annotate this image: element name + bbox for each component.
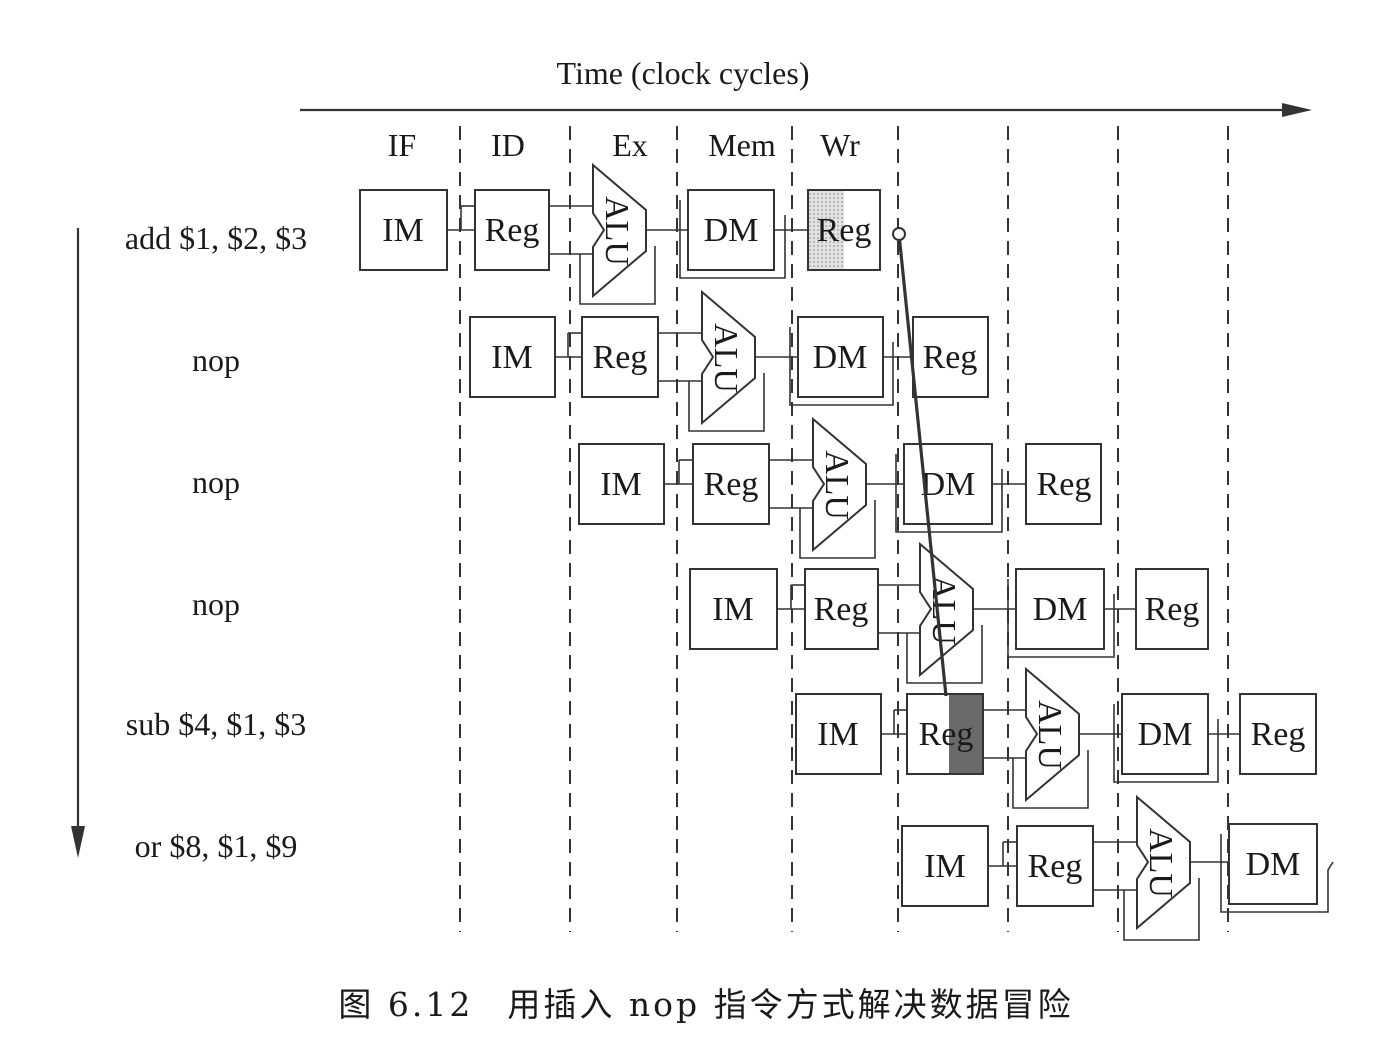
im-unit [469,316,556,398]
stage-header-ex: Ex [612,127,648,163]
program-order-arrow [71,228,85,858]
dm-unit-label: DM [1033,591,1088,628]
alu-unit-label: ALU [1031,700,1068,770]
instruction-label: nop [192,464,240,500]
reg-unit-label: Reg [919,716,974,753]
im-unit [359,189,448,271]
im-unit-label: IM [600,466,642,503]
cycle-boundaries [459,126,1229,932]
reg-unit-label: Reg [1251,716,1306,753]
dm-unit-label: DM [1246,846,1301,883]
reg-unit-label: Reg [923,339,978,376]
stage-header-id: ID [491,127,525,163]
im-unit [795,693,882,775]
dm-unit [1121,693,1209,775]
stage-header-if: IF [388,127,416,163]
im-unit-label: IM [491,339,533,376]
alu-unit-label: ALU [925,575,962,645]
reg-unit-label: Reg [817,212,872,249]
instruction-labels: add $1, $2, $3 nop nop nop sub $4, $1, $… [125,220,307,864]
alu-unit [701,289,756,426]
alu-unit [1136,794,1191,931]
reg-unit-label: Reg [1037,466,1092,503]
alu-unit-label: ALU [707,323,744,393]
reg-unit [692,443,770,525]
dm-unit-label: DM [1138,716,1193,753]
dm-unit [1015,568,1105,650]
im-unit-label: IM [817,716,859,753]
reg-unit-label: Reg [1028,848,1083,885]
im-unit-label: IM [382,212,424,249]
reg-unit [1025,443,1102,525]
reg-unit [1135,568,1209,650]
write-reg-highlight [808,190,844,270]
alu-unit-label: ALU [598,196,635,266]
im-unit [901,825,989,907]
reg-unit [912,316,989,398]
pipeline-row-add: IM Reg ALU DM Reg [359,162,881,305]
im-unit [578,443,665,525]
read-reg-highlight [949,694,983,774]
reg-unit [1239,693,1317,775]
stage-headers: IF ID Ex Mem Wr [388,127,860,163]
instruction-label: nop [192,342,240,378]
dm-unit [1228,823,1318,905]
reg-unit-label: Reg [593,339,648,376]
im-unit-label: IM [924,848,966,885]
reg-unit-label: Reg [485,212,540,249]
instruction-label: sub $4, $1, $3 [126,706,306,742]
instruction-label: nop [192,586,240,622]
alu-unit-label: ALU [818,450,855,520]
reg-unit-label: Reg [1145,591,1200,628]
instruction-label: or $8, $1, $9 [135,828,298,864]
time-axis-arrow [300,103,1312,117]
stage-header-mem: Mem [708,127,776,163]
reg-unit [474,189,550,271]
instruction-label: add $1, $2, $3 [125,220,307,256]
dm-unit-label: DM [704,212,759,249]
dm-unit-label: DM [921,466,976,503]
alu-unit [1025,666,1080,803]
alu-unit [812,416,867,553]
reg-unit [1016,825,1094,907]
dm-unit [687,189,775,271]
reg-unit [807,189,881,271]
stage-header-wr: Wr [820,127,860,163]
pipeline-row-nop: IM Reg ALU DM Reg [578,416,1102,559]
dependency-line [892,227,948,697]
pipeline-row-nop: IM Reg ALU DM Reg [469,289,989,432]
reg-unit [581,316,659,398]
reg-unit [804,568,879,650]
alu-unit-label: ALU [1142,828,1179,898]
dm-unit-label: DM [813,339,868,376]
figure-number: 图 6.12 [338,985,473,1024]
pipeline-row-sub: IM Reg ALU DM Reg [795,666,1317,809]
im-unit-label: IM [712,591,754,628]
alu-unit [592,162,647,299]
figure-caption-text: 用插入 nop 指令方式解决数据冒险 [507,985,1073,1024]
reg-unit-label: Reg [814,591,869,628]
time-axis-title: Time (clock cycles) [557,55,810,91]
reg-unit-label: Reg [704,466,759,503]
pipeline-row-nop: IM Reg ALU DM Reg [689,541,1209,684]
dm-unit [797,316,884,398]
dependency-source-dot [892,227,906,241]
figure-caption: 图 6.12 用插入 nop 指令方式解决数据冒险 [338,985,1073,1024]
pipeline-row-or: IM Reg ALU DM [901,794,1334,941]
